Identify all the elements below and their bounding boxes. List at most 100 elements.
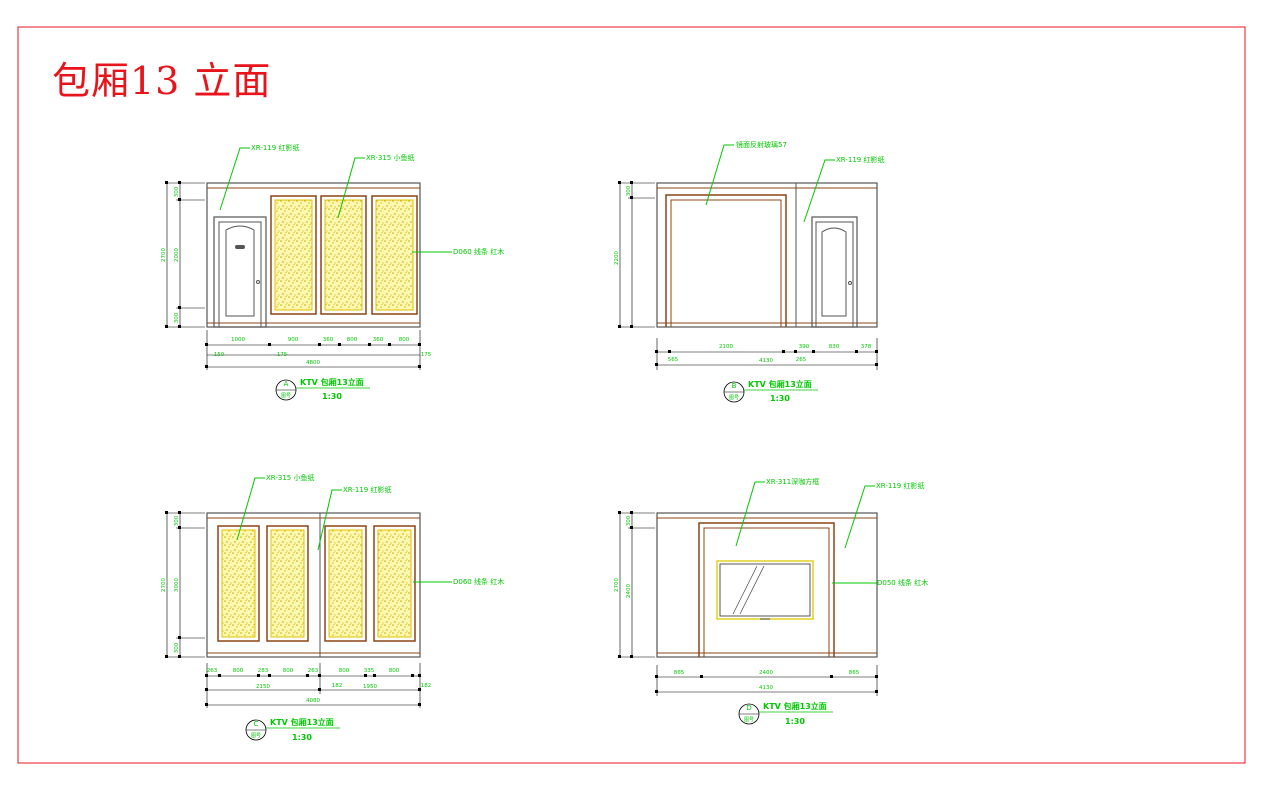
dimension-text: 865 [674, 670, 685, 676]
dimension-text: 4130 [759, 358, 773, 364]
dimension-text: 2700 [161, 578, 167, 592]
dimension-text: 300 [626, 185, 632, 196]
sheet-label: 图号 [729, 395, 739, 401]
callout-label: XR-315 小鱼纸 [266, 473, 315, 482]
wall-panel [324, 525, 367, 642]
door [213, 216, 267, 328]
wall-panel [373, 525, 416, 642]
dimension-text: 175 [421, 352, 432, 358]
dimension-text: 300 [626, 515, 632, 526]
dimension-text: 300 [174, 515, 180, 526]
sheet-label: 图号 [251, 733, 261, 739]
dimension-text: 800 [339, 668, 350, 674]
dimension-text: 3000 [174, 578, 180, 592]
callout-label: XR-119 红影纸 [343, 485, 392, 494]
callout-label: XR-311深咖方框 [766, 477, 819, 486]
elevation-scale: 1:30 [292, 733, 312, 742]
tv-frame [698, 522, 835, 657]
elevation-scale: 1:30 [770, 394, 790, 403]
dimension-text: 300 [174, 312, 180, 323]
index-label: A [284, 380, 289, 388]
wall-panel [270, 195, 317, 315]
callout-label: 镜面反射玻璃57 [736, 140, 787, 149]
elevation-caption: KTV 包厢13立面 [300, 377, 364, 387]
elevation-scale: 1:30 [785, 717, 805, 726]
wall-outline [656, 182, 878, 328]
dimension-text: 150 [214, 352, 225, 358]
dimension-text: 283 [258, 668, 269, 674]
drawing-index-marker: A 图号 KTV 包厢13立面 1:30 [275, 377, 370, 401]
drawing-index-marker: D 图号 KTV 包厢13立面 1:30 [738, 701, 833, 726]
elevation-d: XR-311深咖方框 XR-119 红影纸 D050 线条 红木 [614, 477, 928, 726]
dimension-text: 2150 [256, 684, 270, 690]
dimension-text: 335 [364, 668, 375, 674]
dimension-text: 360 [323, 337, 334, 343]
callout-label: XR-119 红影纸 [876, 481, 925, 490]
dimension-text: 800 [233, 668, 244, 674]
dimension-text: 175 [277, 352, 288, 358]
dimension-text: 2700 [161, 248, 167, 262]
callout-label: D060 线条 红木 [453, 247, 504, 256]
index-label: B [732, 382, 737, 390]
dimension-text: 263 [308, 668, 319, 674]
dimension-text: 2400 [759, 670, 773, 676]
dimension-text: 900 [288, 337, 299, 343]
dimension-text: 800 [389, 668, 400, 674]
drawing-index-marker: B 图号 KTV 包厢13立面 1:30 [723, 379, 818, 403]
dimension-text: 4130 [759, 685, 773, 691]
dimension-text: 2000 [174, 248, 180, 262]
index-label: C [254, 720, 259, 728]
wall-panel [320, 195, 367, 315]
dimension-text: 4800 [306, 360, 320, 366]
dimension-lines [165, 182, 421, 370]
dimension-text: 2400 [626, 584, 632, 598]
wall-outline [206, 182, 421, 328]
dimension-text: 265 [796, 357, 807, 363]
dimension-text: 2200 [614, 251, 620, 265]
dimension-text: 182 [421, 683, 432, 689]
dimension-text: 263 [207, 668, 218, 674]
drawing-index-marker: C 图号 KTV 包厢13立面 1:30 [245, 717, 340, 742]
dimension-text: 4080 [306, 698, 320, 704]
elevation-a: XR-119 红影纸 XR-315 小鱼纸 D060 线条 红木 [161, 143, 504, 401]
callout-label: XR-315 小鱼纸 [366, 153, 415, 162]
elevation-caption: KTV 包厢13立面 [763, 701, 827, 711]
sheet-border [17, 26, 1246, 764]
dimension-text: 390 [799, 344, 810, 350]
tv-screen [716, 560, 814, 620]
dimension-text: 360 [373, 337, 384, 343]
wall-panel [371, 195, 418, 315]
callout-label: XR-119 红影纸 [836, 155, 885, 164]
dimension-text: 300 [174, 186, 180, 197]
dimension-text: 865 [849, 670, 860, 676]
callout-leaders [219, 147, 452, 253]
dimension-text: 800 [399, 337, 410, 343]
callout-label: D060 线条 红木 [453, 577, 504, 586]
elevation-caption: KTV 包厢13立面 [748, 379, 812, 389]
wall-outline [656, 512, 878, 658]
elevation-scale: 1:30 [322, 392, 342, 401]
wall-panel [217, 525, 260, 642]
sheet-label: 图号 [281, 393, 291, 399]
dimension-text: 300 [174, 642, 180, 653]
elevation-c: XR-315 小鱼纸 XR-119 红影纸 D060 线条 红木 [161, 473, 504, 742]
door [811, 216, 858, 328]
callout-label: D050 线条 红木 [877, 578, 928, 587]
dimension-text: 1950 [363, 684, 377, 690]
wall-outline [206, 512, 421, 658]
index-label: D [746, 704, 751, 712]
dimension-text: 2700 [614, 578, 620, 592]
dimension-text: 2100 [719, 344, 733, 350]
wall-panel [266, 525, 309, 642]
dimension-text: 182 [332, 683, 343, 689]
elevation-caption: KTV 包厢13立面 [270, 717, 334, 727]
sheet-label: 图号 [744, 717, 754, 723]
dimension-text: 800 [283, 668, 294, 674]
dimension-text: 830 [829, 344, 840, 350]
elevation-b: 镜面反射玻璃57 XR-119 红影纸 2100 [614, 140, 885, 403]
callout-label: XR-119 红影纸 [251, 143, 300, 152]
dimension-text: 378 [861, 344, 872, 350]
dimension-text: 565 [668, 357, 679, 363]
